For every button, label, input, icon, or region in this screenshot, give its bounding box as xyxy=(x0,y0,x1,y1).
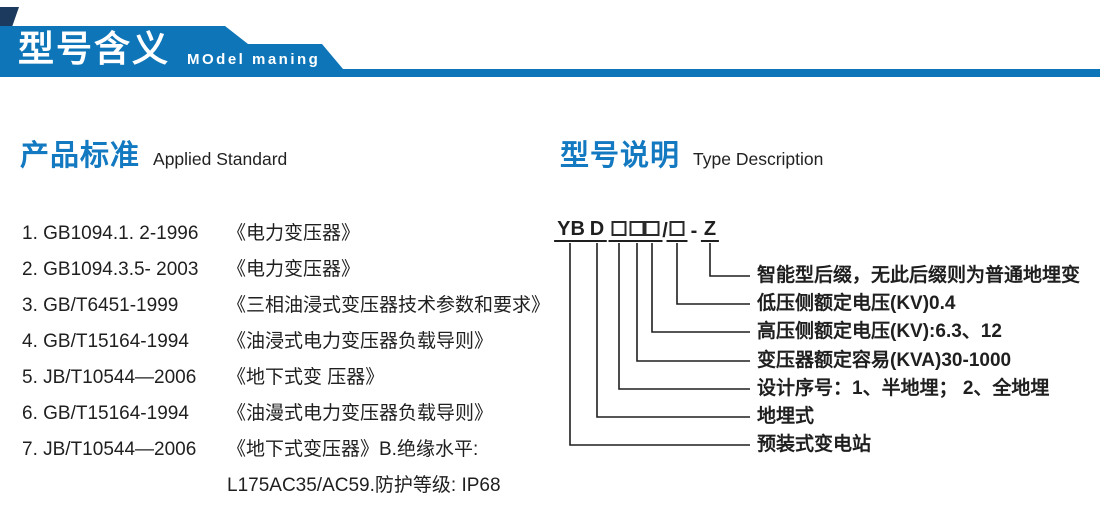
code-label: 设计序号：1、半地埋； 2、全地埋 xyxy=(757,378,1050,399)
code-box xyxy=(641,218,663,242)
header-banner xyxy=(0,7,1100,77)
code-label: 预装式变电站 xyxy=(757,434,872,455)
left-heading-english: Applied Standard xyxy=(153,149,288,169)
standard-item: 7. JB/T10544—2006 《地下式变压器》B.绝缘水平: xyxy=(22,432,562,468)
code-box xyxy=(666,218,688,242)
standard-title: 《电力变压器》 xyxy=(227,259,361,280)
code-letter: YB xyxy=(554,218,588,242)
connector-line xyxy=(676,243,750,305)
left-heading-chinese: 产品标准 xyxy=(20,140,141,172)
box-glyph xyxy=(629,221,645,236)
right-heading-chinese: 型号说明 xyxy=(560,140,681,172)
code-label: 变压器额定容易(KVA)30-1000 xyxy=(757,350,1012,371)
standard-title: 《地下式变 压器》 xyxy=(227,367,385,388)
page-title-english: MOdel maning xyxy=(187,51,321,68)
standard-title: 《油浸式电力变压器负载导则》 xyxy=(227,331,494,352)
standard-item: 2. GB1094.3.5- 2003 《电力变压器》 xyxy=(22,252,562,288)
code-label: 低压侧额定电压(KV)0.4 xyxy=(757,293,956,314)
standard-item: 5. JB/T10544—2006 《地下式变 压器》 xyxy=(22,360,562,396)
standard-code: 3. GB/T6451-1999 xyxy=(22,295,179,316)
connector-line xyxy=(651,243,750,333)
standard-item: 6. GB/T15164-1994 《油漫式电力变压器负载导则》 xyxy=(22,396,562,432)
code-separator: - xyxy=(690,220,698,242)
standard-code: 1. GB1094.1. 2-1996 xyxy=(22,223,199,244)
standard-title: 《电力变压器》 xyxy=(227,223,361,244)
code-label: 地埋式 xyxy=(757,406,815,427)
code-separator: / xyxy=(662,220,668,242)
connector-line xyxy=(569,243,750,446)
connector-line xyxy=(596,243,750,418)
box-glyph xyxy=(669,221,685,236)
code-box xyxy=(626,218,648,242)
page-title: 型号含义 xyxy=(18,28,171,69)
left-section-heading: 产品标准 Applied Standard xyxy=(20,138,287,174)
code-box xyxy=(608,218,630,242)
standard-code: 5. JB/T10544—2006 xyxy=(22,367,197,388)
standard-title: 《三相油浸式变压器技术参数和要求》 xyxy=(227,295,551,316)
standard-title: 《地下式变压器》B.绝缘水平: xyxy=(227,439,479,460)
banner-navy-wedge xyxy=(0,7,19,27)
standard-title: 《油漫式电力变压器负载导则》 xyxy=(227,403,494,424)
connector-line xyxy=(636,243,750,362)
standard-item: 1. GB1094.1. 2-1996 《电力变压器》 xyxy=(22,216,562,252)
code-letter: Z xyxy=(700,218,720,242)
connector-line xyxy=(709,243,750,277)
right-section-heading: 型号说明 Type Description xyxy=(560,138,823,174)
standard-code: 4. GB/T15164-1994 xyxy=(22,331,189,352)
banner-blue-shape xyxy=(0,26,1100,77)
box-glyph xyxy=(611,221,627,236)
code-letter: D xyxy=(586,218,608,242)
code-label: 高压侧额定电压(KV):6.3、12 xyxy=(757,321,1002,342)
box-glyph xyxy=(644,221,660,236)
standard-item: 3. GB/T6451-1999 《三相油浸式变压器技术参数和要求》 xyxy=(22,288,562,324)
standard-title: L175AC35/AC59.防护等级: IP68 xyxy=(227,475,501,496)
standards-list: 1. GB1094.1. 2-1996《电力变压器》2. GB1094.3.5-… xyxy=(22,216,562,504)
standard-item: L175AC35/AC59.防护等级: IP68 xyxy=(22,468,562,504)
standard-code: 7. JB/T10544—2006 xyxy=(22,439,197,460)
code-label: 智能型后缀，无此后缀则为普通地埋变 xyxy=(757,265,1081,286)
right-heading-english: Type Description xyxy=(693,149,824,169)
connector-line xyxy=(618,243,750,390)
standard-code: 2. GB1094.3.5- 2003 xyxy=(22,259,199,280)
standard-item: 4. GB/T15164-1994 《油浸式电力变压器负载导则》 xyxy=(22,324,562,360)
standard-code: 6. GB/T15164-1994 xyxy=(22,403,189,424)
